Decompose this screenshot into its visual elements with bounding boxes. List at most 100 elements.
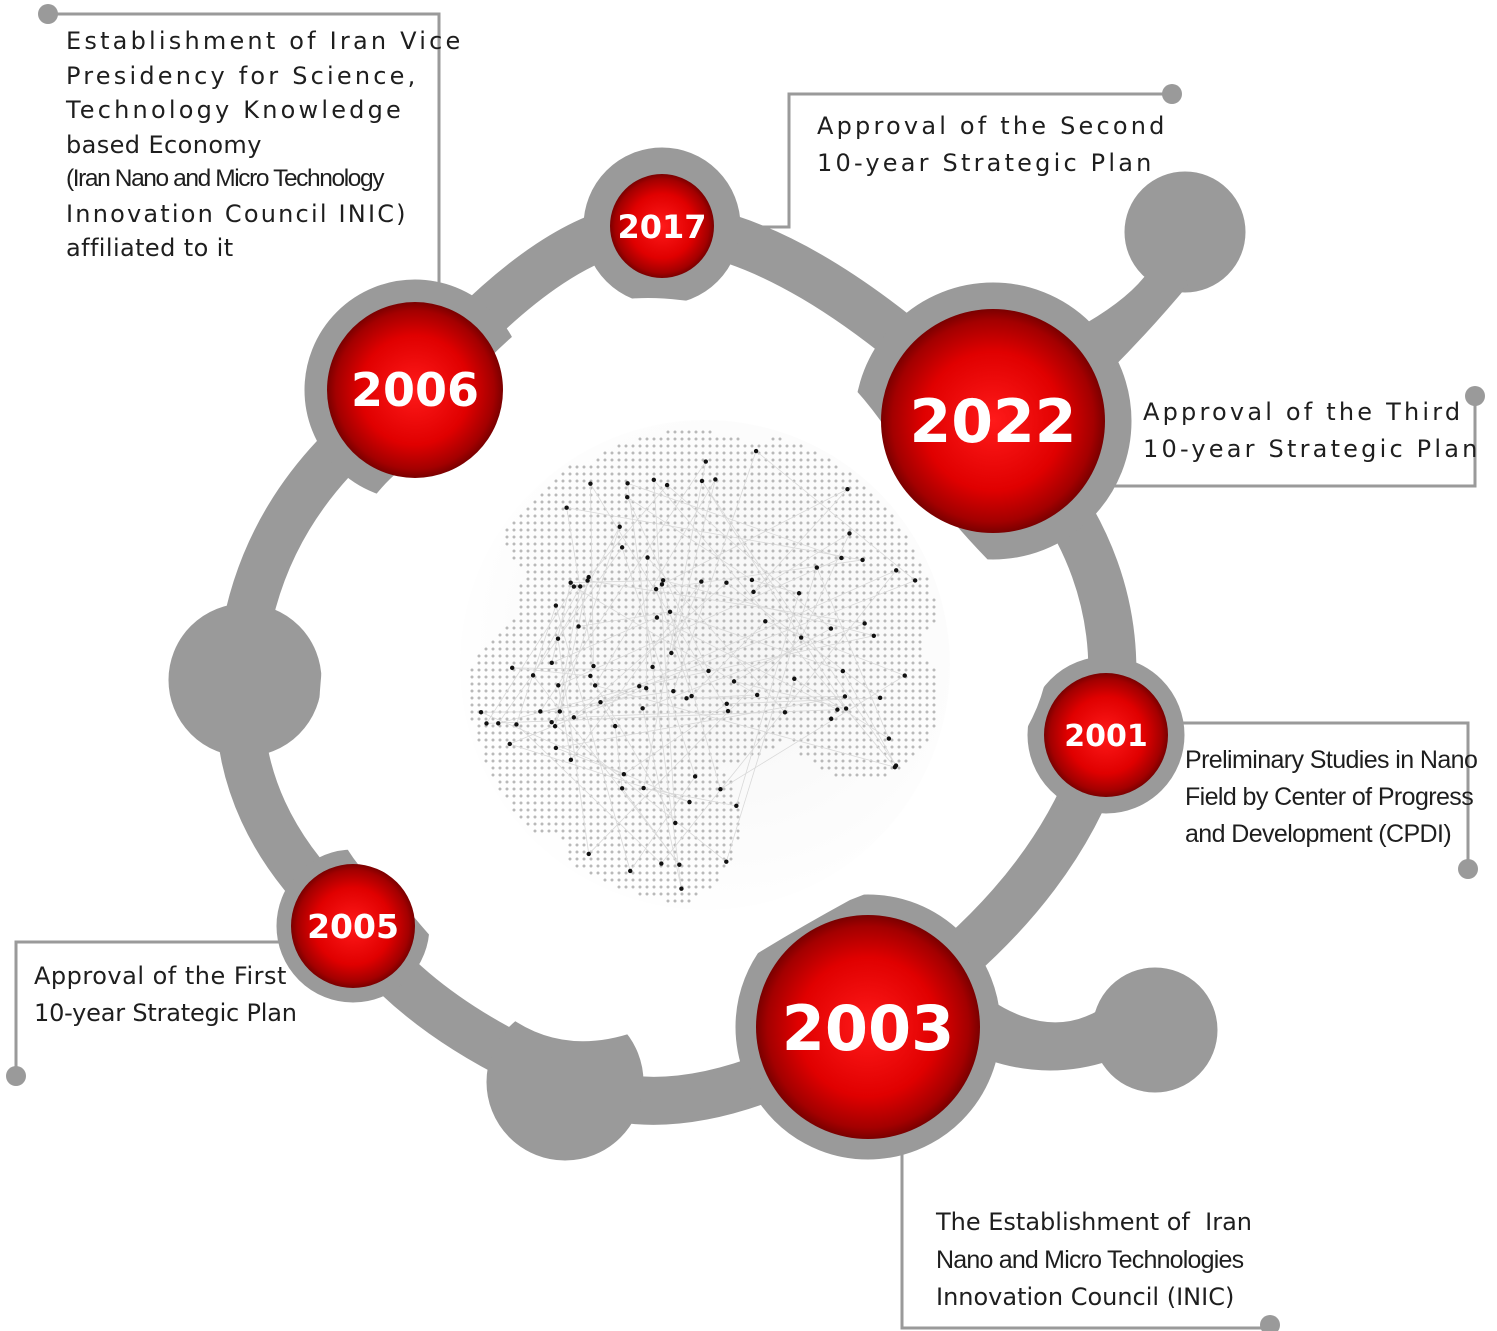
globe-dot <box>925 591 929 595</box>
globe-dot <box>673 675 677 679</box>
globe-dot <box>624 458 628 462</box>
globe-dot <box>540 556 544 560</box>
globe-dot <box>533 682 537 686</box>
globe-dot <box>680 521 684 525</box>
globe-dot <box>659 745 663 749</box>
globe-dot <box>764 584 768 588</box>
globe-dot <box>547 640 551 644</box>
globe-dot <box>589 787 593 791</box>
globe-dot <box>547 507 551 511</box>
globe-dot <box>883 640 887 644</box>
globe-dot <box>512 675 516 679</box>
globe-dot <box>547 577 551 581</box>
globe-dot <box>575 647 579 651</box>
globe-dot <box>540 766 544 770</box>
globe-dot <box>855 724 859 728</box>
globe-node <box>912 578 918 583</box>
globe-dot <box>785 577 789 581</box>
globe-dot <box>561 787 565 791</box>
globe-dot <box>540 507 544 511</box>
globe-dot <box>827 640 831 644</box>
globe-dot <box>526 682 530 686</box>
globe-dot <box>855 514 859 518</box>
globe-dot <box>799 577 803 581</box>
globe-dot <box>827 633 831 637</box>
globe-dot <box>624 885 628 889</box>
globe-dot <box>540 787 544 791</box>
globe-dot <box>533 598 537 602</box>
globe-dot <box>778 717 782 721</box>
globe-dot <box>701 598 705 602</box>
globe-dot <box>645 696 649 700</box>
globe-dot <box>652 472 656 476</box>
globe-dot <box>575 521 579 525</box>
globe-dot <box>673 885 677 889</box>
globe-dot <box>575 822 579 826</box>
globe-dot <box>792 584 796 588</box>
globe-dot <box>547 542 551 546</box>
globe-dot <box>757 549 761 553</box>
globe-dot <box>673 605 677 609</box>
globe-dot <box>631 822 635 826</box>
globe-dot <box>869 703 873 707</box>
globe-dot <box>834 766 838 770</box>
globe-dot <box>512 661 516 665</box>
globe-dot <box>568 563 572 567</box>
globe-dot <box>582 584 586 588</box>
globe-dot <box>855 668 859 672</box>
globe-dot <box>792 689 796 693</box>
globe-dot <box>512 808 516 812</box>
globe-dot <box>918 647 922 651</box>
globe-dot <box>575 549 579 553</box>
globe-dot <box>757 444 761 448</box>
globe-dot <box>876 759 880 763</box>
globe-dot <box>673 787 677 791</box>
globe-dot <box>533 829 537 833</box>
globe-dot <box>715 549 719 553</box>
globe-dot <box>554 556 558 560</box>
globe-dot <box>547 703 551 707</box>
globe-dot <box>561 500 565 504</box>
caption-2001-line-2: Field by Center of Progress <box>1185 783 1474 811</box>
globe-dot <box>652 465 656 469</box>
globe-dot <box>631 556 635 560</box>
globe-dot <box>631 633 635 637</box>
globe-dot <box>869 521 873 525</box>
globe-link <box>532 586 581 676</box>
globe-dot <box>575 584 579 588</box>
globe-dot <box>512 647 516 651</box>
globe-dot <box>743 619 747 623</box>
globe-dot <box>925 668 929 672</box>
globe-dot <box>582 514 586 518</box>
globe-dot <box>498 647 502 651</box>
globe-dot <box>680 542 684 546</box>
globe-dot <box>694 605 698 609</box>
globe-dot <box>708 850 712 854</box>
globe-dot <box>568 794 572 798</box>
globe-dot <box>890 528 894 532</box>
globe-dot <box>603 458 607 462</box>
globe-dot <box>806 717 810 721</box>
globe-dot <box>736 514 740 518</box>
globe-dot <box>848 528 852 532</box>
globe-dot <box>533 689 537 693</box>
globe-dot <box>834 626 838 630</box>
globe-dot <box>792 654 796 658</box>
globe-dot <box>918 612 922 616</box>
globe-dot <box>771 507 775 511</box>
globe-dot <box>533 787 537 791</box>
globe-dot <box>568 829 572 833</box>
globe-dot <box>897 766 901 770</box>
globe-dot <box>841 549 845 553</box>
globe-dot <box>883 675 887 679</box>
globe-dot <box>568 822 572 826</box>
globe-dot <box>645 479 649 483</box>
globe-dot <box>694 752 698 756</box>
globe-dot <box>876 584 880 588</box>
globe-link <box>578 580 588 627</box>
globe-dot <box>498 773 502 777</box>
globe-dot <box>729 682 733 686</box>
globe-dot <box>729 794 733 798</box>
globe-dot <box>750 528 754 532</box>
globe-dot <box>582 801 586 805</box>
